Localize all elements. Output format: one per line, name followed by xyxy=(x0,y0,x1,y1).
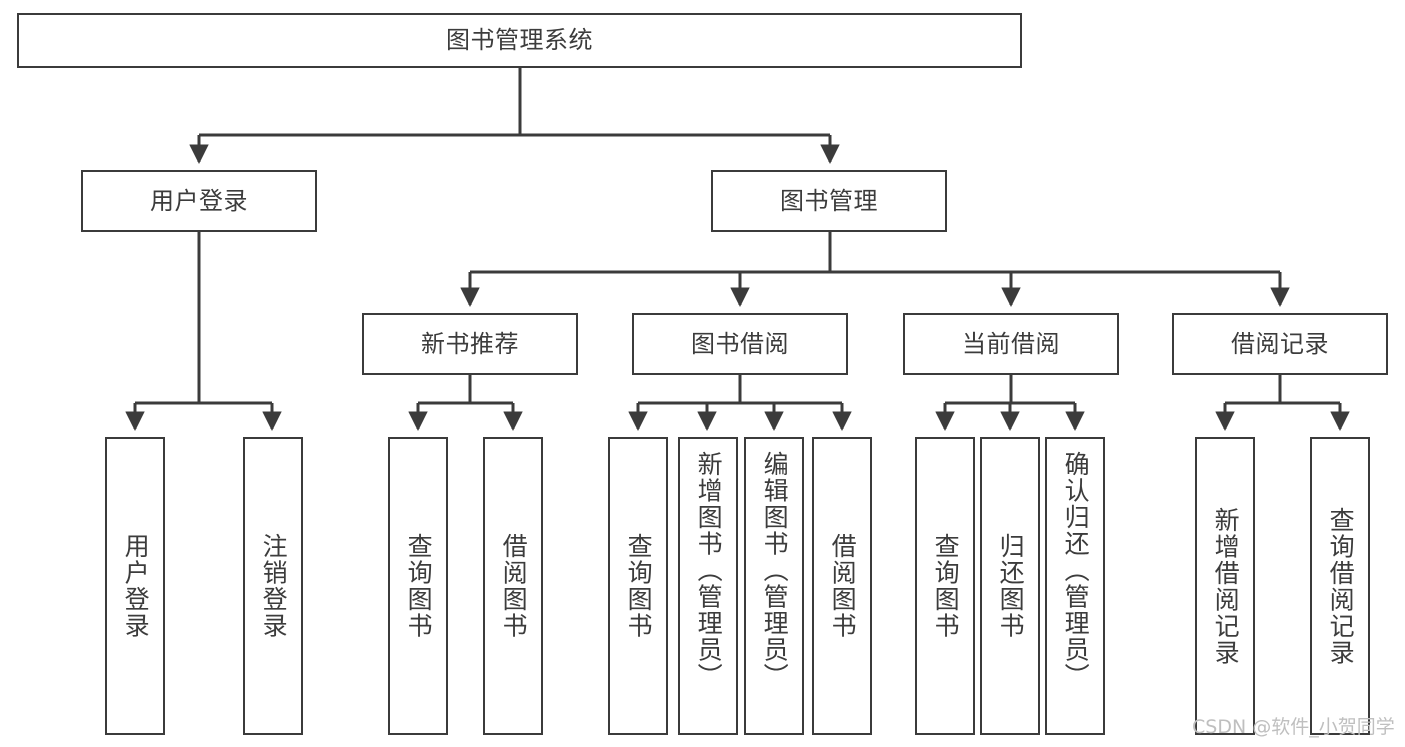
node-book-borrow-label: 图书借阅 xyxy=(691,329,789,358)
node-leaf-query-book-2-label: 查询图书 xyxy=(624,533,654,639)
node-root[interactable]: 图书管理系统 xyxy=(17,13,1022,68)
node-user-login-label: 用户登录 xyxy=(150,186,248,215)
node-leaf-user-logout-label: 注销登录 xyxy=(259,533,289,639)
node-book-manage[interactable]: 图书管理 xyxy=(711,170,947,232)
node-leaf-add-record-label: 新增借阅记录 xyxy=(1211,506,1241,666)
node-leaf-edit-book-label: 编辑图书（管理员） xyxy=(760,451,790,690)
node-leaf-query-book-2[interactable]: 查询图书 xyxy=(608,437,668,735)
node-leaf-query-record[interactable]: 查询借阅记录 xyxy=(1310,437,1370,735)
node-current-borrow-label: 当前借阅 xyxy=(962,329,1060,358)
node-leaf-query-book-3-label: 查询图书 xyxy=(931,533,961,639)
node-leaf-add-record[interactable]: 新增借阅记录 xyxy=(1195,437,1255,735)
node-leaf-borrow-book-1[interactable]: 借阅图书 xyxy=(483,437,543,735)
node-leaf-add-book[interactable]: 新增图书（管理员） xyxy=(678,437,738,735)
node-leaf-borrow-book-2-label: 借阅图书 xyxy=(828,533,858,639)
node-leaf-user-login[interactable]: 用户登录 xyxy=(105,437,165,735)
node-leaf-query-record-label: 查询借阅记录 xyxy=(1326,506,1356,666)
node-leaf-user-login-label: 用户登录 xyxy=(121,533,151,639)
node-current-borrow[interactable]: 当前借阅 xyxy=(903,313,1119,375)
node-borrow-record[interactable]: 借阅记录 xyxy=(1172,313,1388,375)
node-leaf-query-book-1-label: 查询图书 xyxy=(404,533,434,639)
node-new-book-recommend[interactable]: 新书推荐 xyxy=(362,313,578,375)
watermark-text: CSDN @软件_小贺同学 xyxy=(1192,716,1395,738)
node-root-label: 图书管理系统 xyxy=(446,26,593,55)
node-new-book-recommend-label: 新书推荐 xyxy=(421,329,519,358)
node-book-manage-label: 图书管理 xyxy=(780,186,878,215)
node-leaf-borrow-book-2[interactable]: 借阅图书 xyxy=(812,437,872,735)
node-leaf-add-book-label: 新增图书（管理员） xyxy=(694,451,724,690)
node-leaf-confirm-return-label: 确认归还（管理员） xyxy=(1061,451,1091,690)
node-leaf-return-book-label: 归还图书 xyxy=(996,533,1026,639)
node-leaf-query-book-1[interactable]: 查询图书 xyxy=(388,437,448,735)
node-borrow-record-label: 借阅记录 xyxy=(1231,329,1329,358)
node-user-login[interactable]: 用户登录 xyxy=(81,170,317,232)
node-leaf-edit-book[interactable]: 编辑图书（管理员） xyxy=(744,437,804,735)
node-leaf-user-logout[interactable]: 注销登录 xyxy=(243,437,303,735)
node-leaf-query-book-3[interactable]: 查询图书 xyxy=(915,437,975,735)
node-leaf-borrow-book-1-label: 借阅图书 xyxy=(499,533,529,639)
node-leaf-return-book[interactable]: 归还图书 xyxy=(980,437,1040,735)
node-book-borrow[interactable]: 图书借阅 xyxy=(632,313,848,375)
node-leaf-confirm-return[interactable]: 确认归还（管理员） xyxy=(1045,437,1105,735)
